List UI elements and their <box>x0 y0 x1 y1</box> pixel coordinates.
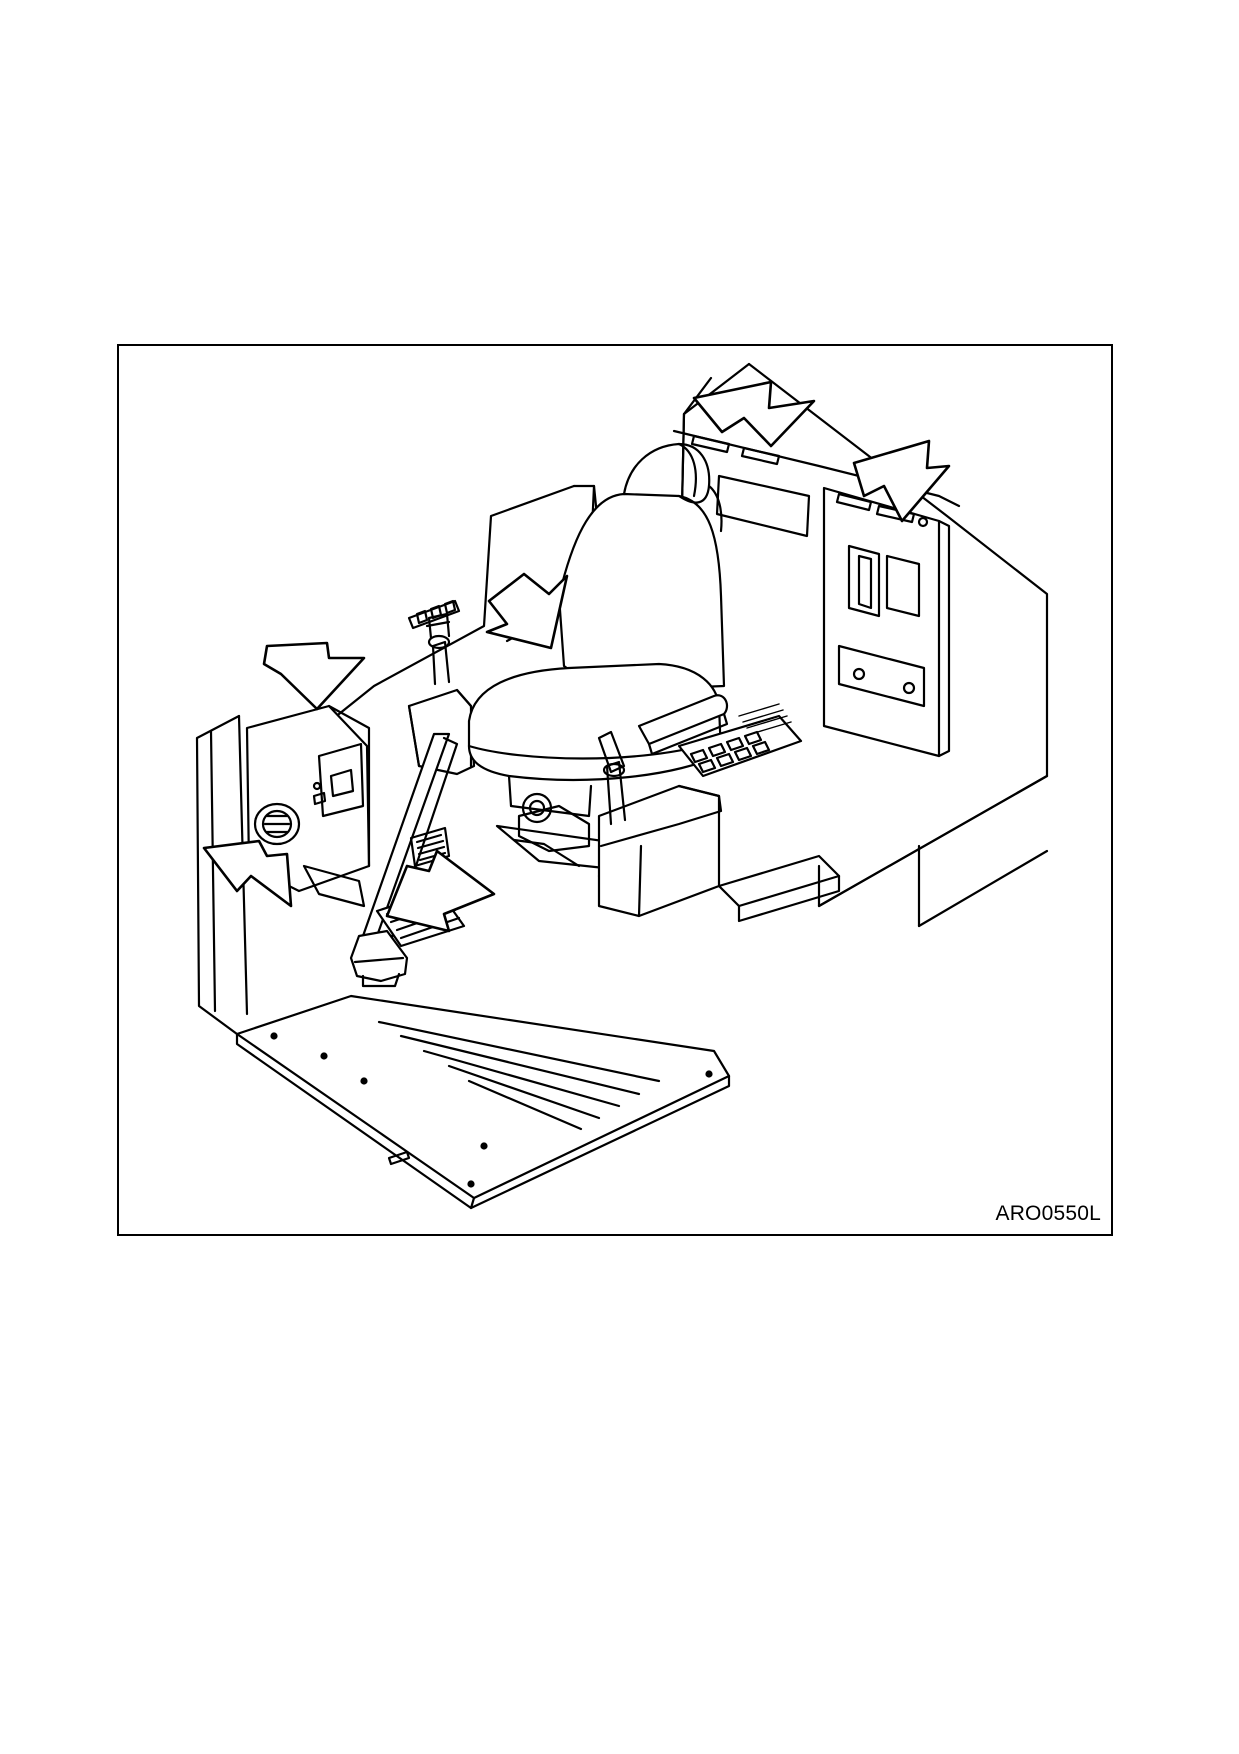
arrow-top-right <box>852 439 951 523</box>
operator-seat <box>467 442 729 903</box>
cab-interior-illustration <box>195 362 1049 1210</box>
figure-frame: ARO0550L <box>117 344 1113 1236</box>
arrow-seat-left <box>485 572 569 650</box>
arrow-top-center <box>692 380 816 448</box>
floor-plate <box>235 994 731 1210</box>
arrow-pedal <box>385 849 496 933</box>
arrow-left-console <box>262 641 366 711</box>
indicator-arrows <box>202 380 951 933</box>
figure-code: ARO0550L <box>995 1202 1101 1225</box>
right-control-box <box>597 703 841 923</box>
left-control-box <box>407 599 476 776</box>
arrow-lower-left <box>202 839 293 908</box>
